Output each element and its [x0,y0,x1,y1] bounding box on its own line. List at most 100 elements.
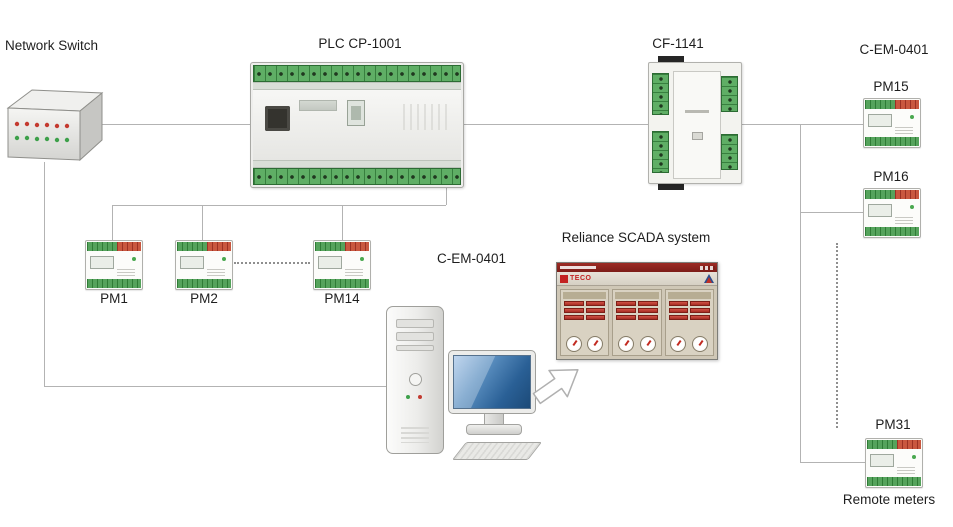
cf-terminal-bottom-left [652,131,669,173]
network-switch-label: Network Switch [5,38,99,53]
power-meter-pm14 [313,240,371,290]
power-meter-pm16 [863,188,921,238]
meter-text-lines [897,467,915,474]
power-meter-pm1 [85,240,143,290]
cf-terminal-bottom-right [721,134,738,170]
meter-led [360,257,364,261]
meter-terminal-top [867,440,921,449]
meter-text-lines [895,127,913,134]
scada-panel-header [563,292,607,299]
gauge-icon [587,336,604,352]
computer-monitor [448,350,536,414]
connector-switch-down [44,162,45,386]
scada-alarm-bars [668,301,711,320]
computer-tower [386,306,444,454]
plc-vent-slots [403,104,447,130]
pm2-label: PM2 [190,291,218,306]
meter-terminal-top [315,242,369,251]
connector-cf-pm15 [742,124,863,125]
scada-main-area [557,286,717,359]
monitor-screen [453,355,531,409]
scada-panel [612,289,662,356]
connector-plc-drop [446,186,447,205]
pm14-label: PM14 [324,291,360,306]
meter-terminal-top [177,242,231,251]
meter-terminal-bottom [867,477,921,486]
scada-toolbar: TECO [557,272,717,286]
meter-text-lines [895,217,913,224]
pm15-label: PM15 [873,79,909,94]
plc-body [253,90,461,160]
gauge-icon [565,336,582,352]
meter-terminal-bottom [87,279,141,288]
scada-title-text-area [560,266,596,269]
meter-terminal-bottom [177,279,231,288]
scada-panel-header [667,292,711,299]
connector-bus-pm16 [800,212,863,213]
connector-switch-computer [44,386,386,387]
scada-corner-logo-icon [704,274,714,283]
remote-meters-label: Remote meters [842,492,936,507]
cf-model-text-area [685,110,709,113]
meter-display [90,256,114,269]
plc-label: PLC CP-1001 [318,36,402,51]
gauge-icon [639,336,656,352]
tower-led-red [418,395,422,399]
connector-remote-bus [800,124,801,462]
connector-rail-pm1 [112,205,113,240]
tower-drive-bay [396,319,434,328]
scada-gauges [563,336,606,353]
connector-plc-cf [462,124,648,125]
meter-display [318,256,342,269]
arrow-icon [532,369,579,405]
scada-titlebar [557,263,717,272]
scada-system-label: Reliance SCADA system [561,230,711,245]
dotted-continuation-vertical [836,243,838,428]
scada-panel [560,289,610,356]
cf-front-face [673,71,721,179]
pm31-label: PM31 [875,417,911,432]
meter-terminal-bottom [315,279,369,288]
meter-display [868,114,892,127]
meter-terminal-bottom [865,227,919,236]
teco-brand-text: TECO [570,275,592,282]
gauge-icon [670,336,687,352]
tower-vents [401,427,429,443]
connector-bus-pm31 [800,462,865,463]
scada-gauges [668,336,711,353]
meter-terminal-top [865,100,919,109]
scada-alarm-bars [615,301,658,320]
pm1-label: PM1 [100,291,128,306]
plc-segment-display [347,100,365,126]
cf-terminal-top-left [652,73,669,115]
dotted-continuation-horizontal [234,262,310,264]
cf-din-clip-top [658,56,684,65]
connector-rail-pm2 [202,205,203,240]
power-meter-pm2 [175,240,233,290]
cf1141-label: CF-1141 [652,36,704,51]
scada-window: TECO [556,262,718,360]
power-meter-pm31 [865,438,923,488]
gauge-icon [692,336,709,352]
tower-led-green [406,395,410,399]
switch-front-face [7,107,81,161]
meter-led [222,257,226,261]
connector-rail-pm14 [342,205,343,240]
cem-top-right-label: C-EM-0401 [859,42,929,57]
teco-logo-icon [560,274,568,283]
scada-window-buttons [700,265,715,270]
plc-device [250,62,464,188]
meter-text-lines [345,269,363,276]
cf-button [692,132,703,140]
gauge-icon [618,336,635,352]
meter-led [912,455,916,459]
tower-power-button [409,373,422,386]
meter-text-lines [117,269,135,276]
keyboard [452,442,543,460]
meter-led [910,115,914,119]
cf-din-clip-bottom [658,181,684,190]
plc-terminal-strip-bottom [253,168,461,185]
meter-terminal-top [865,190,919,199]
cf-terminal-top-right [721,76,738,112]
